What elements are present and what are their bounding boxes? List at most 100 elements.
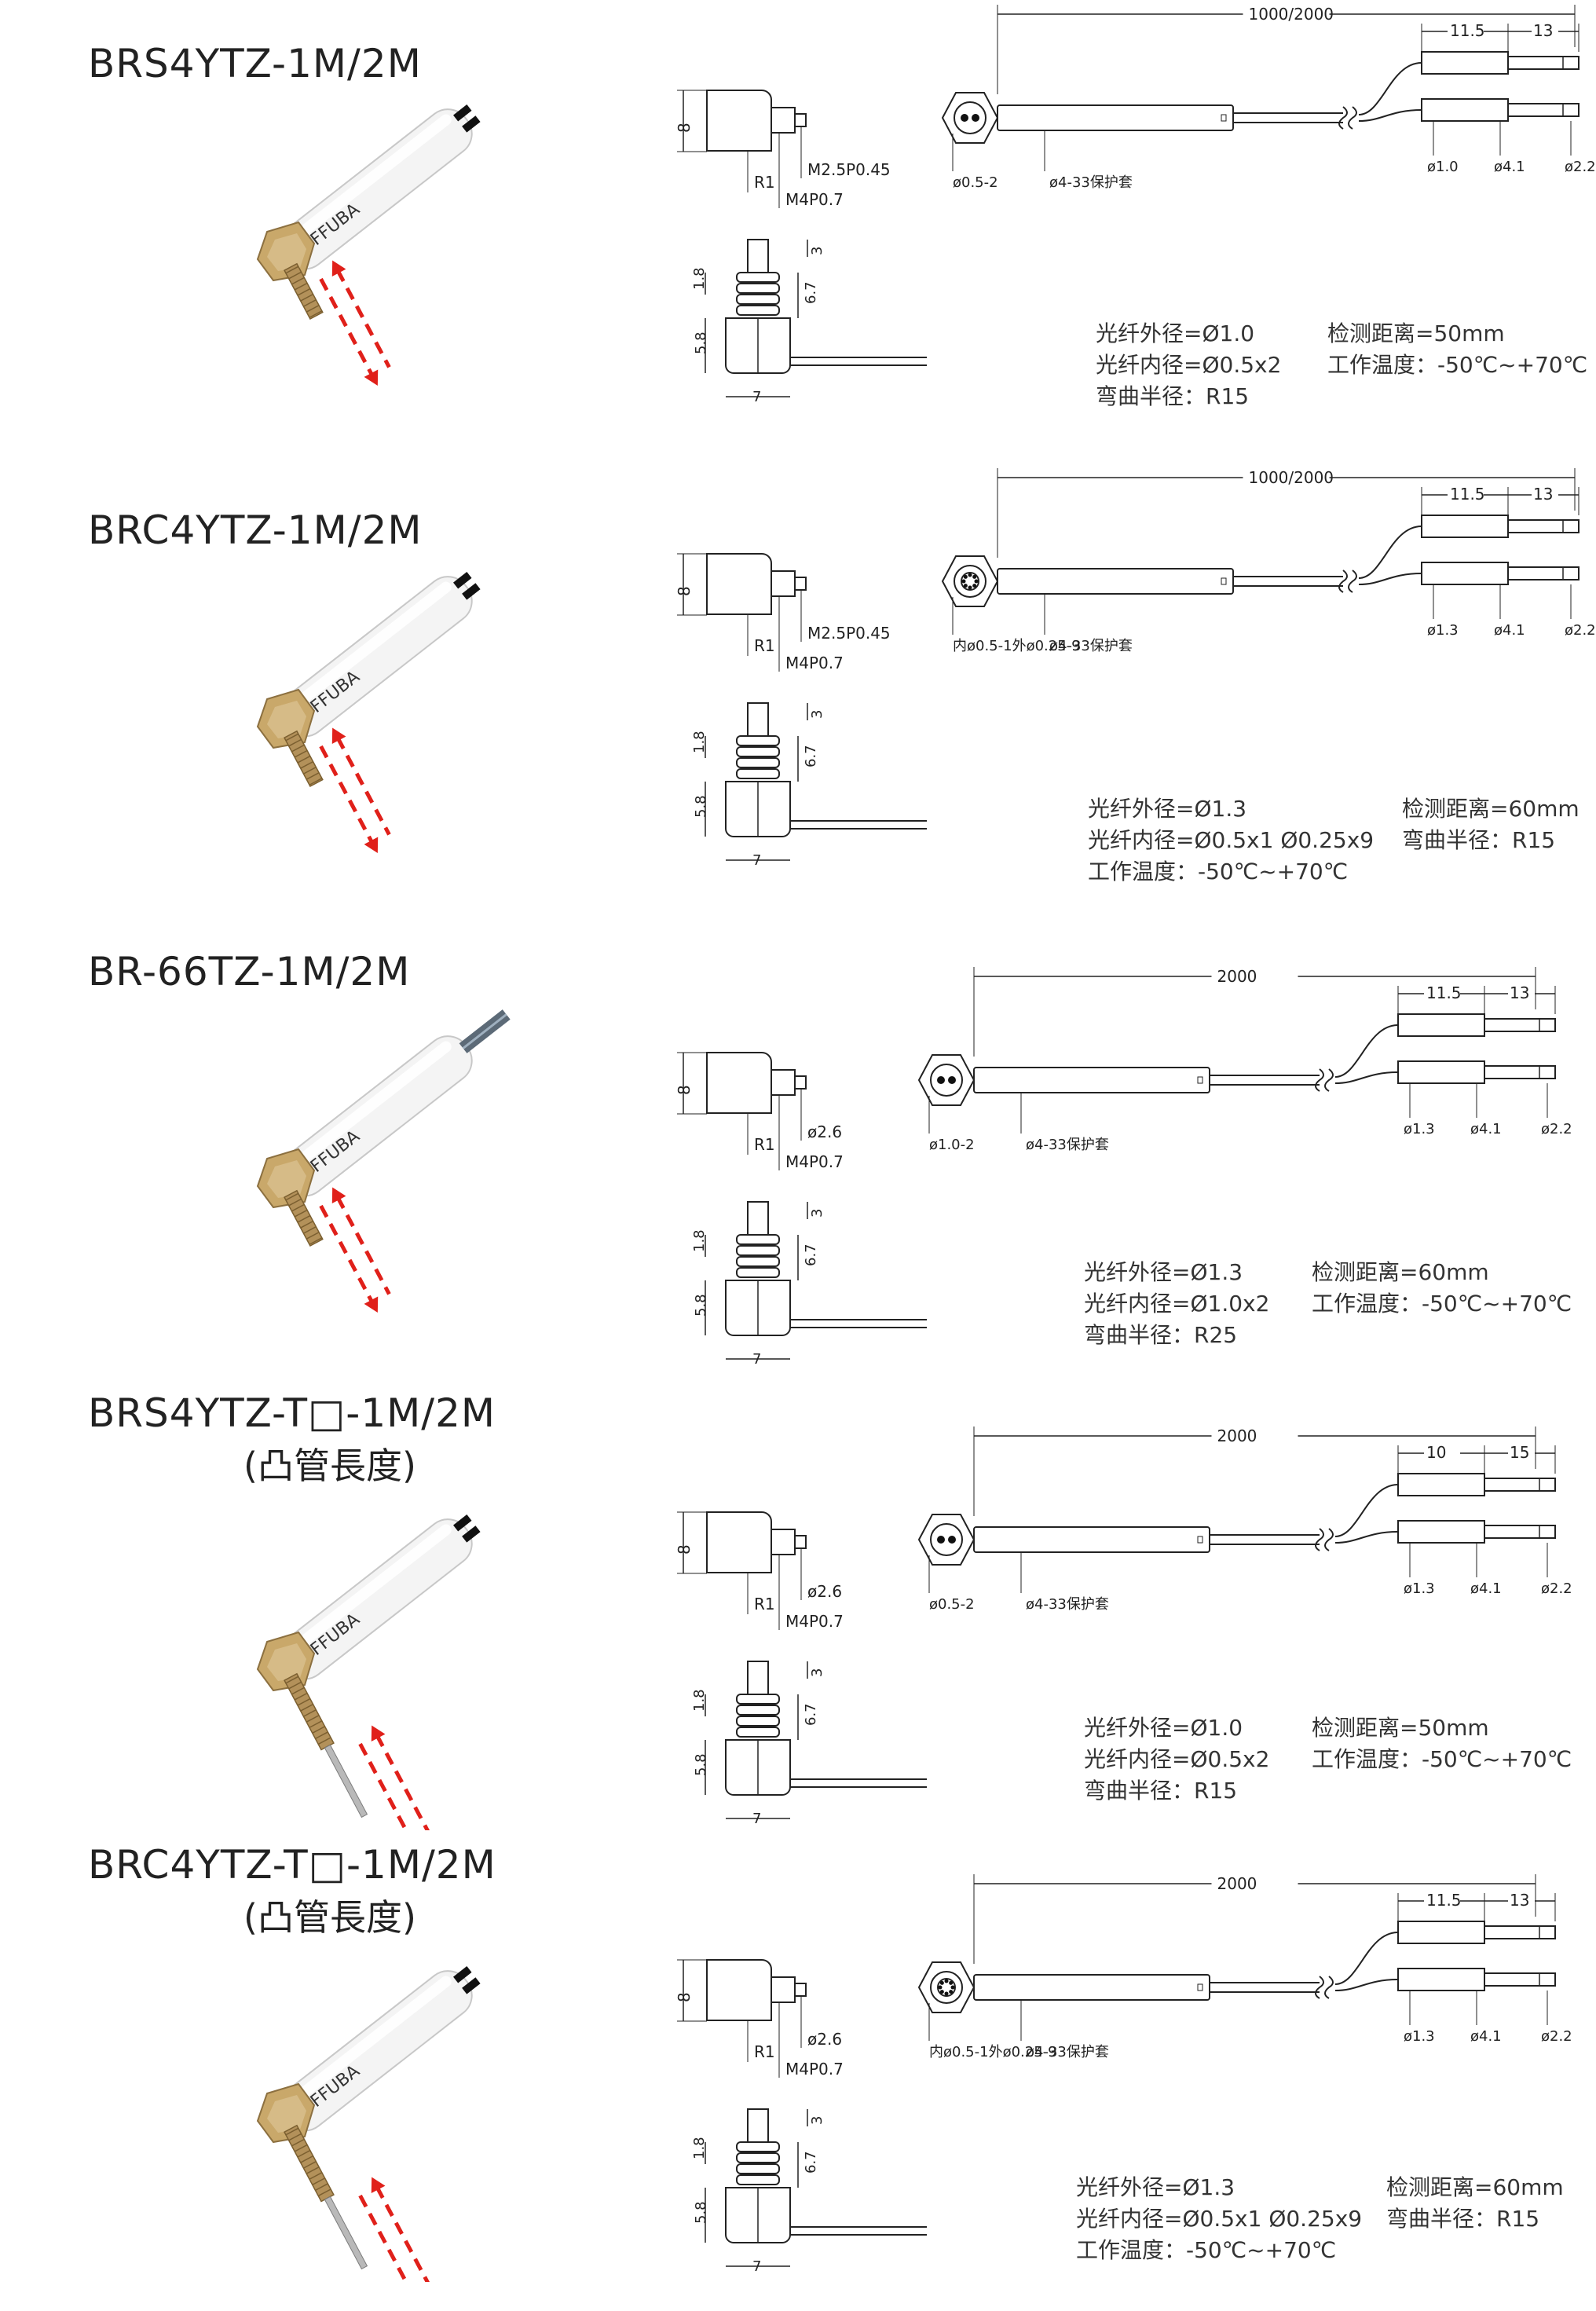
- head-fiber-label: ø1.0-2: [929, 1137, 975, 1153]
- height-dimension: 8: [675, 586, 694, 596]
- end-diameter-label: ø1.0: [1427, 159, 1459, 175]
- length-label: 2000: [1217, 967, 1257, 986]
- end-diameter-label: ø2.2: [1565, 622, 1596, 639]
- protruding-tube: [324, 2196, 368, 2270]
- tip-dim-a: 10: [1426, 1443, 1446, 1462]
- end-diameter-label: ø2.2: [1541, 2028, 1572, 2045]
- product-photo: FFUBA: [256, 1966, 481, 2282]
- light-path-arrows: [319, 260, 391, 386]
- light-path-arrows: [358, 2177, 430, 2282]
- spec-line: 光纤外径=Ø1.3: [1076, 2174, 1235, 2200]
- product-model-title: BRS4YTZ-1M/2M: [88, 41, 422, 86]
- head-fiber-label: ø0.5-2: [929, 1596, 975, 1613]
- light-path-arrows: [319, 727, 391, 854]
- product-photo: FFUBA: [256, 1009, 511, 1313]
- tip-dim-b: 13: [1510, 1891, 1529, 1910]
- product-subtitle: (凸管長度): [243, 1896, 416, 1939]
- thread-main-label: M4P0.7: [785, 1152, 844, 1171]
- dim-3: 3: [809, 710, 825, 719]
- head-front-view: 1.836.75.87: [691, 2108, 927, 2275]
- spec-line: 弯曲半径：R15: [1386, 2206, 1540, 2232]
- spec-line: 检测距离=60mm: [1312, 1259, 1489, 1285]
- radius-label: R1: [754, 1135, 775, 1154]
- sleeve-label: ø4-33保护套: [1049, 638, 1133, 654]
- spec-line: 弯曲半径：R25: [1084, 1322, 1238, 1348]
- spec-line: 检测距离=50mm: [1312, 1715, 1489, 1741]
- dim-5-8: 5.8: [693, 331, 709, 354]
- spec-line: 弯曲半径：R15: [1402, 827, 1556, 853]
- technical-drawing: 8R1M4P0.7M2.5P0.451.836.75.871000/200011…: [675, 467, 1596, 869]
- length-dimension: 2000: [973, 965, 1536, 1057]
- threaded-stem: [284, 2124, 335, 2203]
- length-dimension: 2000: [973, 1873, 1536, 1964]
- threaded-stem: [284, 1189, 324, 1247]
- tip-dim-a: 11.5: [1426, 983, 1462, 1002]
- end-diameter-label: ø1.3: [1404, 1121, 1435, 1137]
- dim-1-8: 1.8: [691, 2137, 708, 2159]
- dim-5-8: 5.8: [693, 1294, 709, 1317]
- spec-line: 工作温度：-50℃~+70℃: [1312, 1291, 1572, 1317]
- dim-5-8: 5.8: [693, 795, 709, 818]
- head-front-view: 1.836.75.87: [691, 702, 927, 869]
- dim-3: 3: [809, 1668, 825, 1677]
- dim-6-7: 6.7: [803, 1703, 819, 1726]
- spec-block-right: 检测距离=60mm 工作温度：-50℃~+70℃: [1312, 1257, 1572, 1320]
- dim-1-8: 1.8: [691, 1689, 708, 1712]
- dim-5-8: 5.8: [693, 1753, 709, 1776]
- product-model-title: BRC4YTZ-1M/2M: [88, 507, 423, 553]
- thread-main-label: M4P0.7: [785, 654, 844, 672]
- height-dimension: 8: [675, 1544, 694, 1555]
- fiber-end: [462, 1977, 481, 1994]
- sleeve-label: ø4-33保护套: [1049, 174, 1133, 191]
- product-model-title: BRC4YTZ-T□-1M/2M: [88, 1842, 496, 1888]
- end-diameter-label: ø2.2: [1541, 1580, 1572, 1597]
- head-front-view: 1.8 3 6.7 5.8 7: [691, 1661, 927, 1827]
- end-diameter-label: ø1.3: [1404, 1580, 1435, 1597]
- dim-1-8: 1.8: [691, 267, 708, 290]
- dim-7: 7: [752, 1811, 761, 1827]
- thread-small-label: M2.5P0.45: [807, 624, 891, 643]
- light-path-arrows: [358, 1725, 430, 1830]
- dim-7: 7: [752, 1351, 761, 1368]
- dim-6-7: 6.7: [803, 2151, 819, 2174]
- spec-line: 光纤内径=Ø0.5x1 Ø0.25x9: [1088, 827, 1375, 853]
- spec-line: 检测距离=60mm: [1386, 2174, 1564, 2200]
- end-diameter-label: ø4.1: [1470, 2028, 1502, 2045]
- fiber-end: [453, 104, 472, 122]
- radius-label: R1: [754, 636, 775, 655]
- spec-line: 光纤内径=Ø1.0x2: [1084, 1291, 1270, 1317]
- spec-line: 光纤内径=Ø0.5x1 Ø0.25x9: [1076, 2206, 1363, 2232]
- dim-6-7: 6.7: [803, 1243, 819, 1266]
- dim-7: 7: [752, 2258, 761, 2275]
- end-diameter-label: ø4.1: [1470, 1580, 1502, 1597]
- length-dimension: 1000/2000: [997, 3, 1576, 94]
- dim-6-7: 6.7: [803, 745, 819, 767]
- spec-line: 工作温度：-50℃~+70℃: [1327, 352, 1588, 378]
- thread-small-label: ø2.6: [807, 1582, 842, 1601]
- product-photo: FFUBA: [256, 104, 481, 386]
- thread-small-label: M2.5P0.45: [807, 160, 891, 179]
- sleeve-label: ø4-33保护套: [1026, 1137, 1109, 1153]
- tip-dim-b: 13: [1510, 983, 1529, 1002]
- dim-7: 7: [752, 852, 761, 869]
- product-subtitle: (凸管長度): [243, 1445, 416, 1487]
- threaded-stem: [284, 730, 324, 788]
- tip-dim-b: 13: [1533, 485, 1553, 504]
- length-label: 1000/2000: [1249, 5, 1334, 24]
